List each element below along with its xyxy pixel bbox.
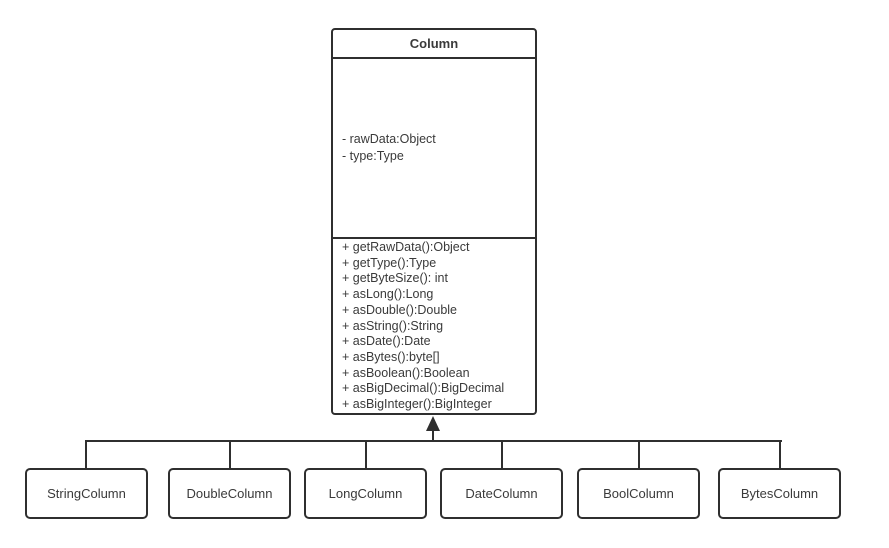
method-line: + asBigInteger():BigInteger [342, 397, 492, 412]
class-box-bytescolumn: BytesColumn [718, 468, 841, 519]
class-box-stringcolumn: StringColumn [25, 468, 148, 519]
attribute-line: - rawData:Object [342, 132, 436, 146]
method-line: + asBytes():byte[] [342, 349, 440, 364]
method-line: + getType():Type [342, 255, 437, 270]
method-line: + asString():String [342, 318, 444, 333]
connector-stub-bytescolumn [779, 440, 781, 468]
connector-stub-doublecolumn [229, 440, 231, 468]
method-line: + asDate():Date [342, 334, 431, 349]
class-title: LongColumn [328, 486, 403, 501]
method-line: + getRawData():Object [342, 240, 470, 254]
connector-stub-boolcolumn [638, 440, 640, 468]
class-attributes-compartment: - rawData:Object - type:Type [333, 59, 535, 239]
attribute-line: - type:Type [342, 149, 404, 163]
class-title: Column [333, 30, 535, 59]
class-box-datecolumn: DateColumn [440, 468, 563, 519]
class-title: BytesColumn [740, 486, 819, 501]
class-title: StringColumn [47, 486, 126, 501]
class-box-doublecolumn: DoubleColumn [168, 468, 291, 519]
connector-stub-datecolumn [501, 440, 503, 468]
class-box-boolcolumn: BoolColumn [577, 468, 700, 519]
connector-stub-longcolumn [365, 440, 367, 468]
method-line: + asLong():Long [342, 287, 434, 302]
method-line: + asBoolean():Boolean [342, 365, 470, 380]
connector-horizontal-line [85, 440, 782, 442]
class-box-column: Column - rawData:Object - type:Type + ge… [331, 28, 537, 415]
inheritance-arrow-stem [432, 429, 434, 442]
inheritance-arrow-icon [426, 416, 440, 431]
class-box-longcolumn: LongColumn [304, 468, 427, 519]
connector-stub-stringcolumn [85, 440, 87, 468]
class-methods-compartment: + getRawData():Object + getType():Type +… [333, 239, 535, 413]
method-line: + asDouble():Double [342, 302, 457, 317]
class-title: BoolColumn [603, 486, 674, 501]
method-line: + getByteSize(): int [342, 271, 448, 286]
method-line: + asBigDecimal():BigDecimal [342, 381, 505, 396]
class-title: DoubleColumn [186, 486, 273, 501]
class-title: DateColumn [465, 486, 538, 501]
